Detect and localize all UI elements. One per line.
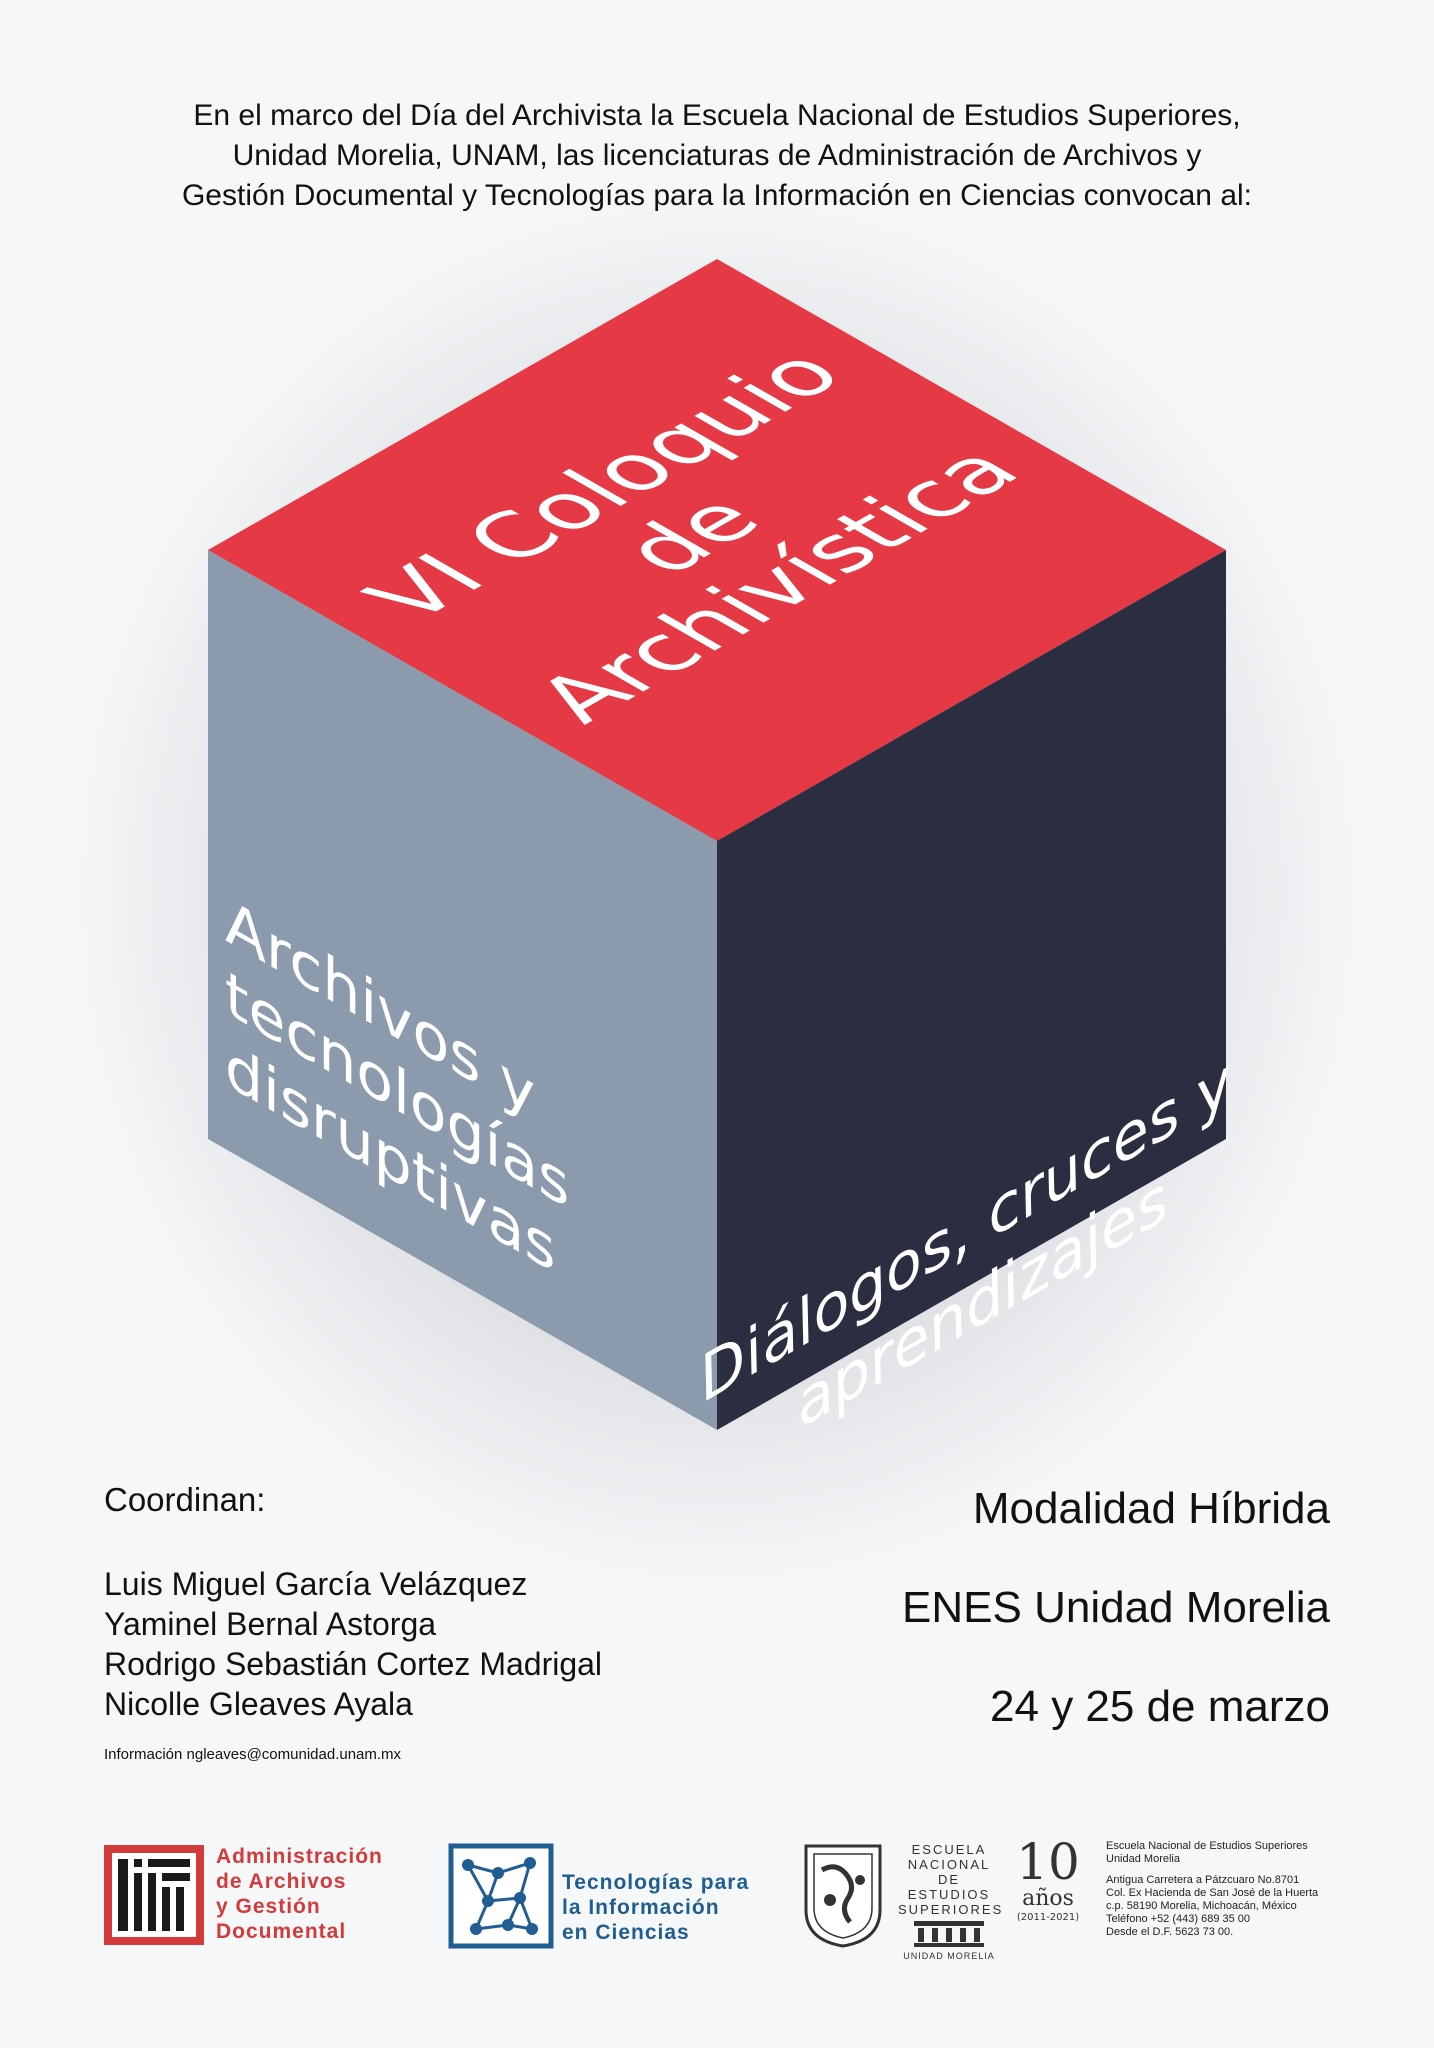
intro-text: En el marco del Día del Archivista la Es… bbox=[60, 96, 1374, 216]
address-line: Desde el D.F. 5623 73 00. bbox=[1106, 1926, 1234, 1938]
tec-informacion-wordmark: Tecnologías para la Información en Cienc… bbox=[562, 1870, 749, 1945]
address-line: c.p. 58190 Morelia, Michoacán, México bbox=[1106, 1900, 1297, 1912]
escuela-line: NACIONAL bbox=[907, 1857, 991, 1872]
wordmark-line: Documental bbox=[216, 1920, 347, 1943]
event-dates: 24 y 25 de marzo bbox=[990, 1682, 1330, 1731]
adm-archivos-logo-icon bbox=[104, 1845, 204, 1945]
coordinator-name: Nicolle Gleaves Ayala bbox=[104, 1686, 413, 1722]
coordinators-block: Coordinan: Luis Miguel García Velázquez … bbox=[104, 1480, 724, 1763]
event-modality: Modalidad Híbrida bbox=[972, 1484, 1330, 1533]
ten-years-logo: 10 años (2011-2021) bbox=[1008, 1836, 1088, 1926]
escuela-line: DE ESTUDIOS bbox=[907, 1872, 991, 1902]
anniversary-word: años bbox=[1022, 1886, 1074, 1911]
unam-seal-icon bbox=[804, 1844, 882, 1948]
wordmark-line: en Ciencias bbox=[562, 1921, 690, 1944]
cube-right-face bbox=[717, 550, 1226, 1430]
escuela-line: ESCUELA bbox=[911, 1842, 987, 1857]
escuela-line: SUPERIORES bbox=[898, 1902, 1004, 1917]
coordinators-heading: Coordinan: bbox=[104, 1481, 266, 1518]
intro-line: En el marco del Día del Archivista la Es… bbox=[193, 99, 1241, 132]
intro-line: Gestión Documental y Tecnologías para la… bbox=[181, 179, 1253, 212]
wordmark-line: y Gestión bbox=[216, 1895, 321, 1918]
tec-informacion-network-icon bbox=[448, 1843, 554, 1949]
coordinator-name: Yaminel Bernal Astorga bbox=[104, 1606, 437, 1642]
address-line: Escuela Nacional de Estudios Superiores bbox=[1106, 1840, 1308, 1852]
anniversary-number: 10 bbox=[1016, 1833, 1080, 1891]
cube-left-face bbox=[208, 550, 717, 1430]
event-details: Modalidad Híbrida ENES Unidad Morelia 24… bbox=[730, 1484, 1330, 1781]
intro-line: Unidad Morelia, UNAM, las licenciaturas … bbox=[232, 139, 1202, 172]
anniversary-range: (2011-2021) bbox=[1016, 1912, 1080, 1923]
columns-icon bbox=[914, 1921, 984, 1947]
address-gap bbox=[1106, 1866, 1318, 1874]
contact-info: Información ngleaves@comunidad.unam.mx bbox=[104, 1746, 402, 1763]
unidad-label: UNIDAD MORELIA bbox=[903, 1951, 995, 1961]
coordinator-name: Rodrigo Sebastián Cortez Madrigal bbox=[104, 1646, 603, 1682]
address-line: Unidad Morelia bbox=[1106, 1853, 1180, 1865]
wordmark-line: Tecnologías para bbox=[562, 1871, 750, 1894]
address-line: Col. Ex Hacienda de San José de la Huert… bbox=[1106, 1887, 1319, 1899]
address-block: Escuela Nacional de Estudios Superiores … bbox=[1106, 1840, 1318, 1939]
address-line: Teléfono +52 (443) 689 35 00 bbox=[1106, 1913, 1251, 1925]
event-venue: ENES Unidad Morelia bbox=[902, 1583, 1330, 1632]
wordmark-line: de Archivos bbox=[216, 1870, 347, 1893]
wordmark-line: la Información bbox=[562, 1896, 720, 1919]
coordinator-name: Luis Miguel García Velázquez bbox=[104, 1566, 528, 1602]
adm-archivos-wordmark: Administración de Archivos y Gestión Doc… bbox=[216, 1844, 383, 1944]
wordmark-line: Administración bbox=[216, 1845, 383, 1868]
enes-logo: ESCUELA NACIONAL DE ESTUDIOS SUPERIORES … bbox=[898, 1842, 1004, 1964]
address-line: Antigua Carretera a Pátzcuaro No.8701 bbox=[1106, 1874, 1300, 1886]
